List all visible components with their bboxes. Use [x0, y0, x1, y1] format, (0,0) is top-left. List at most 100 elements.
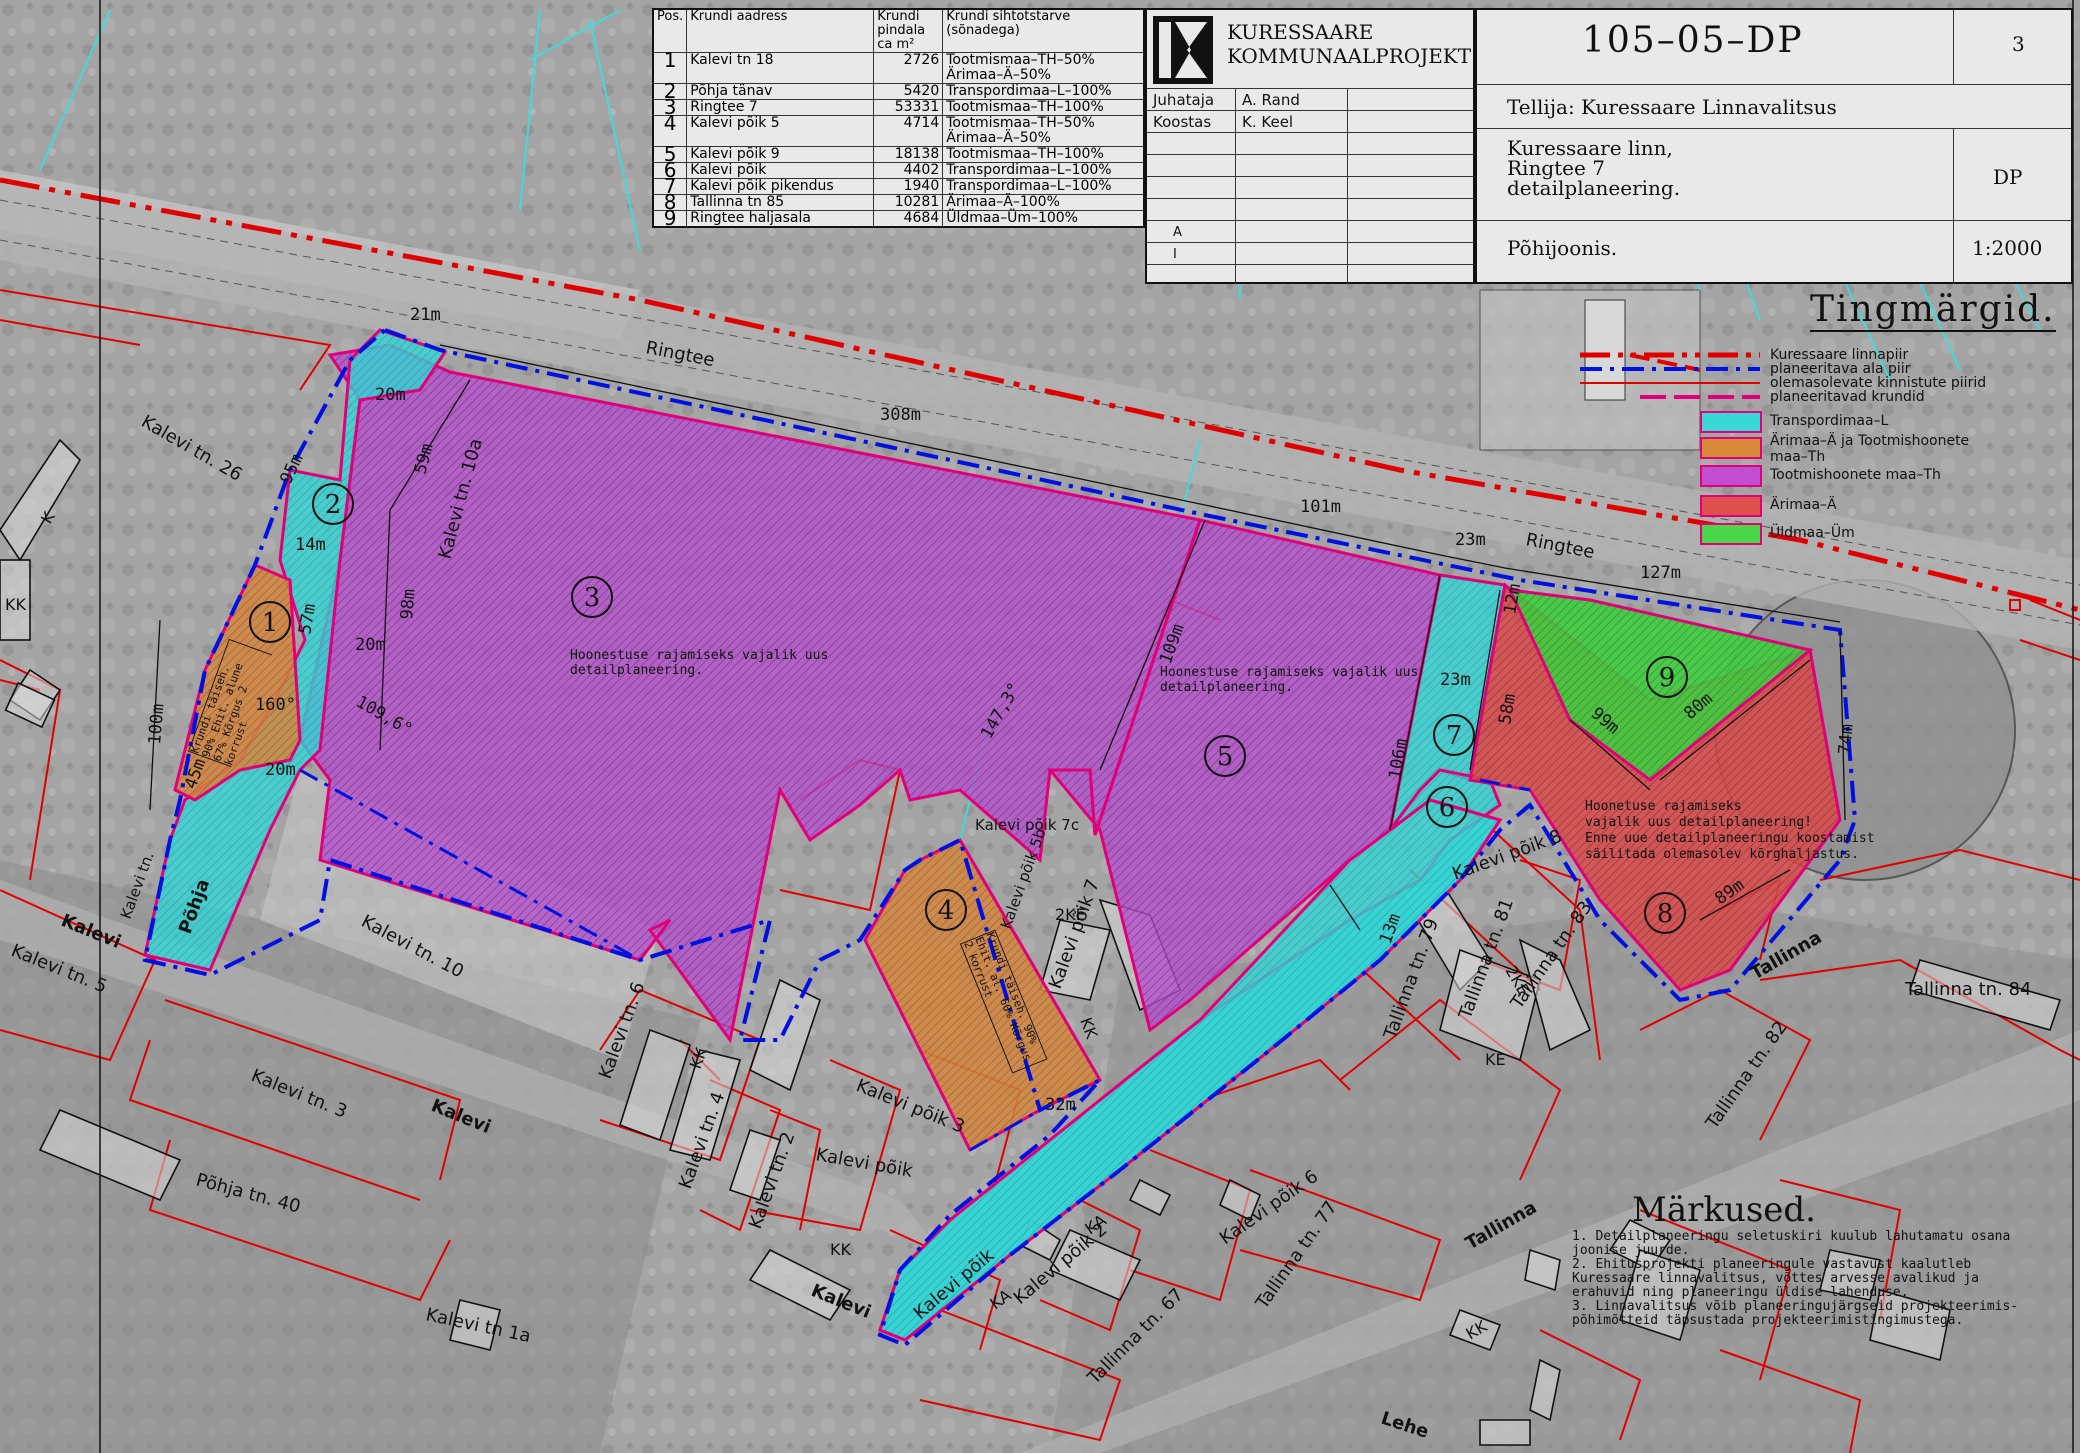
parcel-purpose-cell: Tootmismaa–TH–50% Ärimaa–Ä–50% [942, 115, 1145, 147]
parcel-address-cell: Tallinna tn 85 [686, 194, 875, 211]
bldg-label-5: KE [1485, 1050, 1506, 1069]
parcel-address-cell: Kalevi tn 18 [686, 52, 875, 84]
company-name: KURESSAARE KOMMUNAALPROJEKT [1227, 20, 1471, 68]
parcel-circle-3[interactable] [571, 576, 613, 618]
parcel-3-note: Hoonestuse rajamiseks vajalik uus detail… [570, 648, 829, 678]
parcel-8-note-line2: vajalik uus detailplaneering! [1585, 815, 1812, 830]
parcel-purpose-cell: Transpordimaa–L–100% [942, 83, 1145, 100]
legend-area-3: Tootmishoonete maa–Th [1770, 467, 1941, 483]
legend-title: Tingmärgid. [1810, 289, 2056, 332]
ringtee-road [0, 180, 2080, 650]
legend-area-5: Üldmaa–Üm [1770, 525, 1855, 541]
client: Tellija: Kuressaare Linnavalitsus [1507, 95, 1837, 119]
parcel-number-3: 3 [584, 583, 601, 613]
parcel-number-4: 4 [938, 896, 955, 926]
dim-17: 127m [1640, 563, 1681, 583]
parcel-number-8: 8 [1657, 899, 1674, 929]
parcel-purpose-cell: Üldmaa–Üm–100% [942, 210, 1145, 228]
parcel-purpose-cell: Ärimaa–Ä–100% [942, 194, 1145, 211]
parcel-circle-5[interactable] [1204, 735, 1246, 777]
parcel-address-cell: Ringtee haljasala [686, 210, 875, 228]
legend-line-3: olemasolevate kinnistute piirid [1770, 375, 1987, 391]
drawing-title: Põhijoonis. [1507, 236, 1618, 260]
subject: Kuressaare linn, Ringtee 7 detailplaneer… [1507, 138, 1680, 198]
parcel-table: Pos. Krundi aadress Krundi pindala ca m²… [652, 8, 1145, 228]
legend-swatch-business [1700, 495, 1762, 517]
parcel-pos-cell: 4 [652, 113, 688, 147]
company-stamp: KURESSAARE KOMMUNAALPROJEKT Juhataja A. … [1145, 8, 1475, 284]
subject-line3: detailplaneering. [1507, 176, 1681, 200]
parcel-area-cell: 4714 [873, 115, 944, 147]
parcel-address-cell: Kalevi põik 9 [686, 146, 875, 163]
bldg-label-1: KK [5, 595, 26, 614]
parcel-purpose-cell: Tootmismaa–TH–100% [942, 99, 1145, 116]
legend-area-2: Ärimaa–Ä ja Tootmishoonete maa–Th [1770, 433, 1970, 465]
company-name-line2: KOMMUNAALPROJEKT [1227, 44, 1472, 68]
scale: 1:2000 [1972, 236, 2043, 260]
parcel-circle-7[interactable] [1433, 714, 1475, 756]
legend-line-2: planeeritava ala piir [1770, 361, 1911, 377]
company-logo-icon [1153, 16, 1213, 84]
legend-swatch-business-production [1700, 437, 1762, 459]
dim-29: 32m [1045, 1095, 1076, 1115]
parcel-8-note-line1: Hoonetuse rajamiseks [1585, 799, 1742, 814]
parcel-circle-4[interactable] [925, 889, 967, 931]
zone-kalevi-poik-transport [878, 798, 1503, 1342]
name-1: A. Rand [1242, 91, 1300, 109]
dim-10: 100m [145, 703, 168, 746]
parcel-pos-cell: 8 [652, 192, 688, 212]
company-name-line1: KURESSAARE [1227, 20, 1374, 44]
parcel-purpose-cell: Tootmismaa–TH–50% Ärimaa–Ä–50% [942, 52, 1145, 84]
legend-area-1: Transpordimaa–L [1770, 413, 1889, 429]
dim-8: 20m [355, 635, 386, 655]
parcel-address-cell: Kalevi põik pikendus [686, 178, 875, 195]
th-purpose: Krundi sihtotstarve (sõnadega) [942, 8, 1145, 53]
legend-line-4: planeeritavad krundid [1770, 389, 1925, 405]
project-number: 105–05–DP [1582, 20, 1804, 61]
th-pos: Pos. [652, 8, 688, 53]
subject-line2: Ringtee 7 [1507, 156, 1605, 180]
name-2: K. Keel [1242, 113, 1294, 131]
dim-14: 308m [880, 405, 921, 425]
parcel-area-cell: 10281 [873, 194, 944, 211]
parcel-area-cell: 18138 [873, 146, 944, 163]
parcel-circle-1[interactable] [249, 601, 291, 643]
parcel-8-note-line4: säilitada olemasolev kõrghaljastus. [1585, 847, 1859, 862]
dim-13: 20m [265, 760, 296, 780]
title-block: 105–05–DP 3 Tellija: Kuressaare Linnaval… [1475, 8, 2073, 284]
tallinna-street [1020, 1030, 2080, 1453]
legend-swatch-transport [1700, 411, 1762, 433]
notes: Märkused. 1. Detailplaneeringu seletuski… [1572, 1190, 2042, 1328]
parcel-address-cell: Kalevi põik [686, 162, 875, 179]
sheet-number: 3 [2012, 32, 2025, 56]
role-2: Koostas [1153, 113, 1212, 131]
parcel-address-cell: Põhja tänav [686, 83, 875, 100]
legend-area-4: Ärimaa–Ä [1770, 497, 1837, 513]
dim-16: 23m [1455, 530, 1486, 550]
revision-a: A [1173, 225, 1182, 240]
dim-2: 20m [375, 385, 406, 405]
legend-line-1: Kuressaare linnapiir [1770, 347, 1909, 363]
dim-5: 14m [295, 535, 326, 555]
parcel-pos-cell: 6 [652, 160, 688, 180]
parcel-circle-6[interactable] [1426, 786, 1468, 828]
subject-line1: Kuressaare linn, [1507, 136, 1673, 160]
bldg-label-6: 2KE [1055, 905, 1086, 924]
parcel-circle-9[interactable] [1646, 656, 1688, 698]
parcel-circle-2[interactable] [312, 483, 354, 525]
parcel-pos-cell: 9 [652, 208, 688, 228]
dimension-lines [149, 344, 1846, 931]
note-3: 3. Linnavalitsus võib planeeringujärgsei… [1572, 1299, 2019, 1328]
parcel-number-1: 1 [262, 608, 279, 638]
parcel-number-6: 6 [1439, 793, 1456, 823]
parcel-number-5: 5 [1217, 742, 1234, 772]
dim-1: 21m [410, 305, 441, 325]
parcel-pos-cell: 1 [652, 50, 688, 84]
parcel-circle-8[interactable] [1644, 892, 1686, 934]
